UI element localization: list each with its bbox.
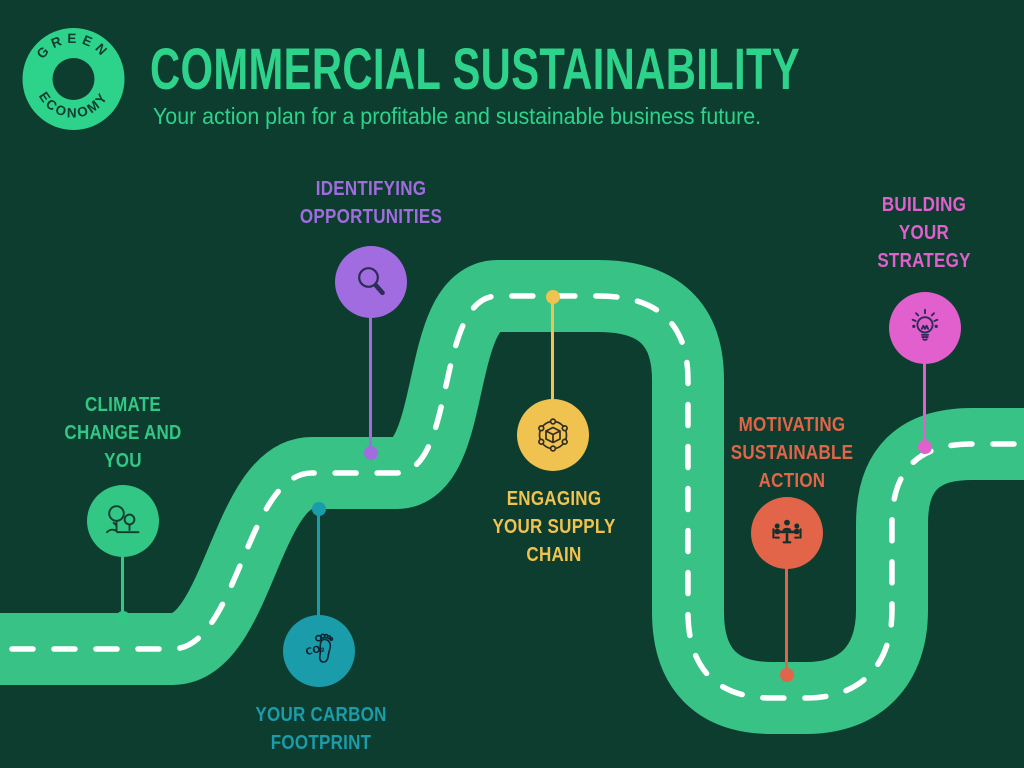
milestone-connector-line bbox=[369, 314, 372, 453]
milestone-connector-line bbox=[785, 566, 788, 675]
road-center-dashes bbox=[0, 293, 1024, 701]
green-economy-logo: GREEN ECONOMY bbox=[22, 28, 125, 130]
milestone-connector-line bbox=[317, 509, 320, 616]
milestone-connector-line bbox=[923, 361, 926, 447]
milestone-label: BUILDING YOUR STRATEGY bbox=[877, 194, 971, 272]
page-title: COMMERCIAL SUSTAINABILITY bbox=[150, 37, 801, 102]
milestone-icon-circle bbox=[87, 485, 159, 557]
magnifier-icon bbox=[358, 267, 385, 296]
milestone-road-dot bbox=[364, 446, 378, 460]
milestone-road-dot bbox=[312, 502, 326, 516]
milestone-connector-line bbox=[551, 297, 554, 400]
milestone-label: MOTIVATING SUSTAINABLE ACTION bbox=[730, 414, 854, 492]
co2-icon-text: CO₂ bbox=[305, 643, 326, 658]
page-subtitle: Your action plan for a profitable and su… bbox=[153, 103, 762, 129]
milestone-icon-circle bbox=[517, 399, 589, 471]
milestone-icon-circle bbox=[889, 292, 961, 364]
milestone-road-dot bbox=[918, 440, 932, 454]
milestone-icon-circle: CO₂ bbox=[283, 615, 355, 687]
milestone-road-dot bbox=[116, 611, 130, 625]
milestone-road-dot bbox=[780, 668, 794, 682]
milestone-connector-line bbox=[121, 553, 124, 619]
milestone-label: YOUR CARBON FOOTPRINT bbox=[255, 704, 387, 754]
trees-icon bbox=[106, 505, 140, 534]
logo-center-hole bbox=[52, 58, 95, 100]
meeting-icon bbox=[772, 519, 802, 544]
milestone-icon-circle bbox=[335, 246, 407, 318]
lightbulb-icon bbox=[911, 308, 939, 341]
milestone-label: IDENTIFYING OPPORTUNITIES bbox=[299, 178, 443, 228]
milestone-road-dot bbox=[546, 290, 560, 304]
carbon-footprint-icon: CO₂ bbox=[305, 633, 334, 663]
milestone-icon-circle bbox=[751, 497, 823, 569]
milestone-label: ENGAGING YOUR SUPPLY CHAIN bbox=[492, 488, 616, 566]
milestone-label: CLIMATE CHANGE AND YOU bbox=[64, 394, 182, 472]
supply-chain-icon bbox=[538, 418, 568, 452]
